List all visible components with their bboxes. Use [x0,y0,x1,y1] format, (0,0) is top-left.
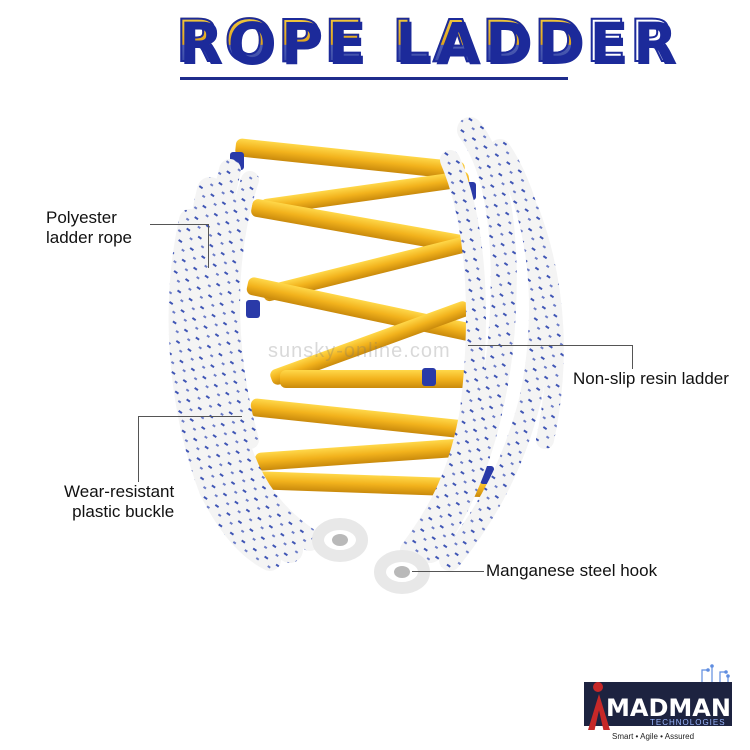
callout-plastic-buckle: Wear-resistant plastic buckle [64,482,175,521]
leader-plastic-buckle [138,416,242,417]
callout-resin-ladder: Non-slip resin ladder [573,369,729,388]
rope-ladder-photo [168,117,564,594]
resin-rungs [235,138,491,498]
leader-steel-hook [412,571,484,572]
madman-logo: MADMAN TECHNOLOGIES Smart • Agile • Assu… [584,664,734,744]
callout-polyester-rope: Polyester ladder rope [46,208,133,247]
leader-resin-ladder-drop [632,345,633,369]
title-underline [180,77,568,80]
callout-steel-hook: Manganese steel hook [486,561,658,580]
product-title: ROPE LADDER [175,6,679,76]
steel-hooks [312,518,430,594]
leader-polyester-rope [150,224,208,225]
watermark: sunsky-online.com [268,340,451,362]
leader-resin-ladder [468,345,632,346]
right-rope [400,117,564,571]
logo-figure-head [593,682,603,692]
logo-subtitle: TECHNOLOGIES [650,718,726,727]
logo-name: MADMAN [606,694,731,722]
logo-panel [584,682,732,726]
leader-plastic-buckle-drop [138,416,139,482]
leader-polyester-rope-drop [208,224,209,268]
left-rope [168,159,321,571]
logo-tagline: Smart • Agile • Assured [612,732,695,741]
circuit-icon [701,664,730,684]
